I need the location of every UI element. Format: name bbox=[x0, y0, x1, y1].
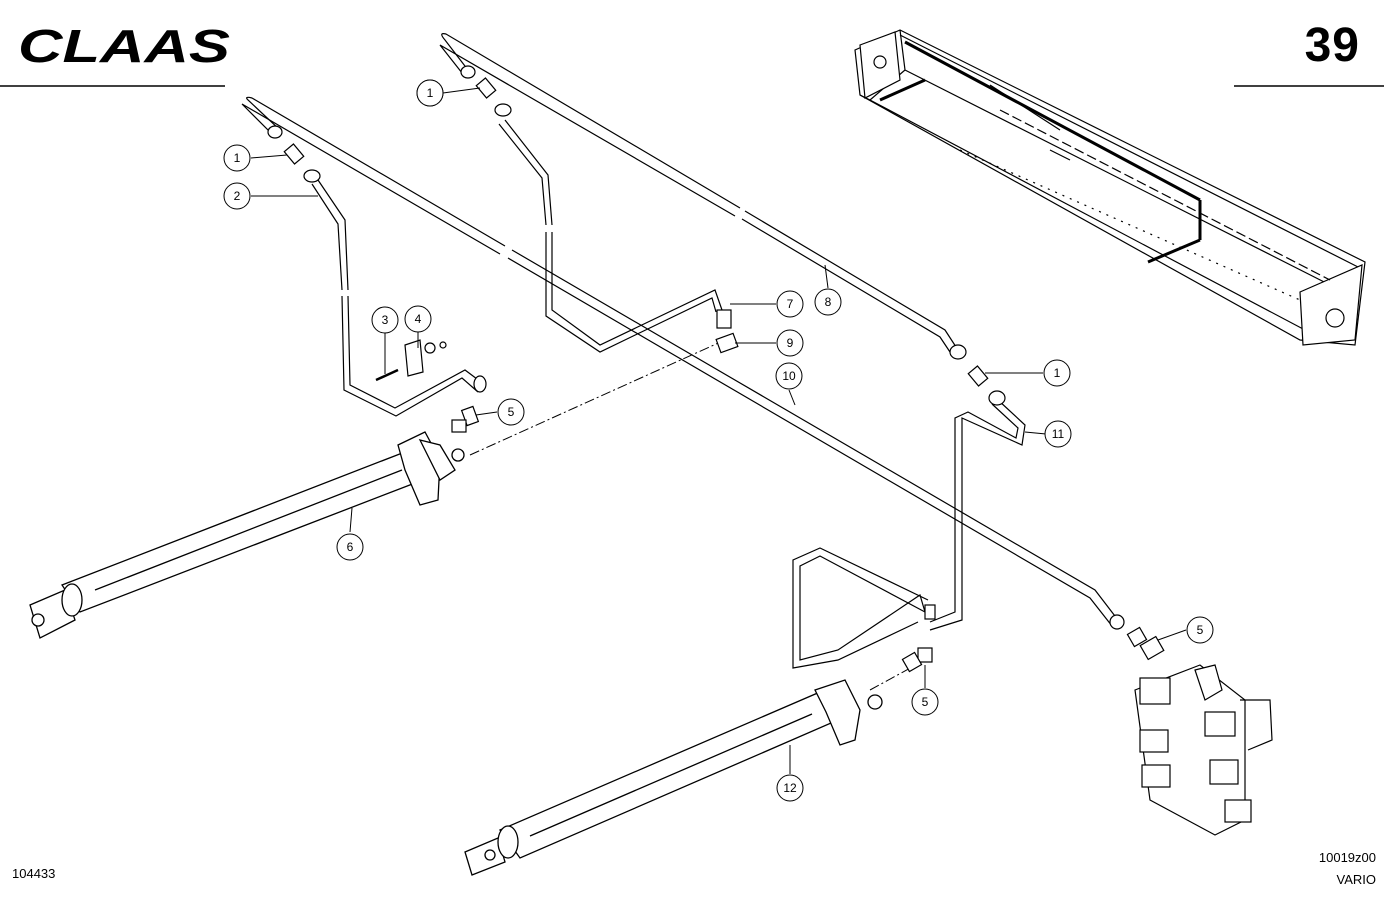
assembly-axis-line bbox=[469, 339, 726, 456]
callout-c1b: 1 bbox=[416, 79, 444, 107]
machine-overview-inset bbox=[854, 29, 1366, 346]
claas-logo: CLAAS bbox=[18, 22, 230, 68]
callout-number: 7 bbox=[787, 297, 794, 311]
hydraulic-cylinder-6 bbox=[29, 431, 465, 639]
callout-c3: 3 bbox=[371, 306, 399, 334]
pipe-fittings bbox=[267, 65, 1165, 673]
callout-c8: 8 bbox=[814, 288, 842, 316]
callout-circle bbox=[776, 290, 804, 318]
callout-circle bbox=[776, 774, 804, 802]
callout-c1c: 1 bbox=[223, 144, 251, 172]
callout-number: 1 bbox=[234, 151, 241, 165]
callout-c5b: 5 bbox=[1186, 616, 1214, 644]
callout-c2: 2 bbox=[223, 182, 251, 210]
callout-circle bbox=[371, 306, 399, 334]
callout-c10: 10 bbox=[775, 362, 803, 390]
callout-c12: 12 bbox=[776, 774, 804, 802]
callout-number: 10 bbox=[782, 369, 796, 383]
callout-c4: 4 bbox=[404, 305, 432, 333]
variant-label: VARIO bbox=[1336, 872, 1377, 887]
callout-circle bbox=[1186, 616, 1214, 644]
hydraulic-line-8 bbox=[439, 33, 959, 356]
hydraulic-line-2 bbox=[311, 179, 486, 417]
callout-circle bbox=[1044, 420, 1072, 448]
hydraulic-line-10 bbox=[241, 96, 1119, 627]
callout-circle bbox=[404, 305, 432, 333]
callout-circle bbox=[1043, 359, 1071, 387]
callout-leaders bbox=[250, 87, 1187, 774]
callout-circle bbox=[776, 329, 804, 357]
hydraulic-line-11 bbox=[792, 399, 1026, 669]
callout-number: 3 bbox=[382, 313, 389, 327]
assembly-axis-line-2 bbox=[869, 659, 926, 691]
callout-circle bbox=[416, 79, 444, 107]
callout-number: 6 bbox=[347, 540, 354, 554]
callout-number: 4 bbox=[415, 312, 422, 326]
callout-circle bbox=[497, 398, 525, 426]
figure-code: 10019z00 bbox=[1318, 850, 1376, 865]
callout-number: 1 bbox=[1054, 366, 1061, 380]
callout-number: 11 bbox=[1052, 427, 1065, 441]
callout-c1d: 1 bbox=[1043, 359, 1071, 387]
callout-c5a: 5 bbox=[497, 398, 525, 426]
brand-text: CLAAS bbox=[18, 22, 230, 68]
callout-circle bbox=[223, 144, 251, 172]
callout-circle bbox=[911, 688, 939, 716]
callout-circle bbox=[336, 533, 364, 561]
callout-number: 8 bbox=[825, 295, 832, 309]
callout-number: 1 bbox=[427, 86, 434, 100]
callout-number: 5 bbox=[922, 695, 929, 709]
callout-layer: 11213456789101115512 bbox=[223, 79, 1214, 802]
callout-c9: 9 bbox=[776, 329, 804, 357]
callout-c11: 11 bbox=[1044, 420, 1072, 448]
callout-c7: 7 bbox=[776, 290, 804, 318]
callout-c6: 6 bbox=[336, 533, 364, 561]
control-valve-block bbox=[1134, 664, 1273, 836]
callout-circle bbox=[223, 182, 251, 210]
callout-number: 2 bbox=[234, 189, 241, 203]
hydraulic-cylinder-12 bbox=[464, 679, 883, 876]
callout-number: 5 bbox=[1197, 623, 1204, 637]
callout-number: 12 bbox=[783, 781, 797, 795]
document-code: 104433 bbox=[12, 866, 56, 881]
callout-number: 9 bbox=[787, 336, 794, 350]
callout-c5c: 5 bbox=[911, 688, 939, 716]
page-number: 39 bbox=[1304, 19, 1360, 72]
hydraulic-line-7 bbox=[498, 119, 723, 353]
callout-circle bbox=[775, 362, 803, 390]
callout-circle bbox=[814, 288, 842, 316]
callout-number: 5 bbox=[508, 405, 515, 419]
